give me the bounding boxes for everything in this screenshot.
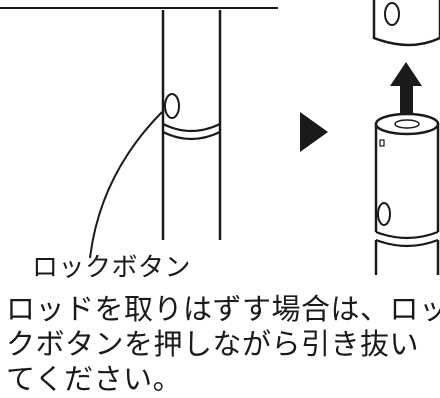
left-rod-ring-bottom bbox=[162, 131, 221, 141]
lock-button-label: ロックボタン bbox=[32, 253, 192, 283]
lock-button-icon bbox=[164, 93, 180, 119]
lower-rod-section bbox=[374, 112, 440, 275]
instruction-line: ロッドを取りはずす場合は、ロッ bbox=[6, 292, 440, 326]
instruction-line: クボタンを押しながら引き抜い bbox=[6, 327, 420, 361]
instruction-line: てください。 bbox=[6, 362, 183, 396]
upper-rod-section bbox=[372, 0, 440, 47]
rod-removal-illustration bbox=[0, 0, 440, 275]
next-step-arrow-icon bbox=[300, 112, 328, 152]
instruction-text: ロッドを取りはずす場合は、ロッ クボタンを押しながら引き抜い てください。 bbox=[6, 292, 440, 397]
callout-leader-line bbox=[89, 111, 163, 259]
pull-up-arrow-icon bbox=[390, 62, 422, 118]
left-rod-ring-top bbox=[162, 123, 221, 133]
illustration-svg bbox=[0, 0, 440, 275]
